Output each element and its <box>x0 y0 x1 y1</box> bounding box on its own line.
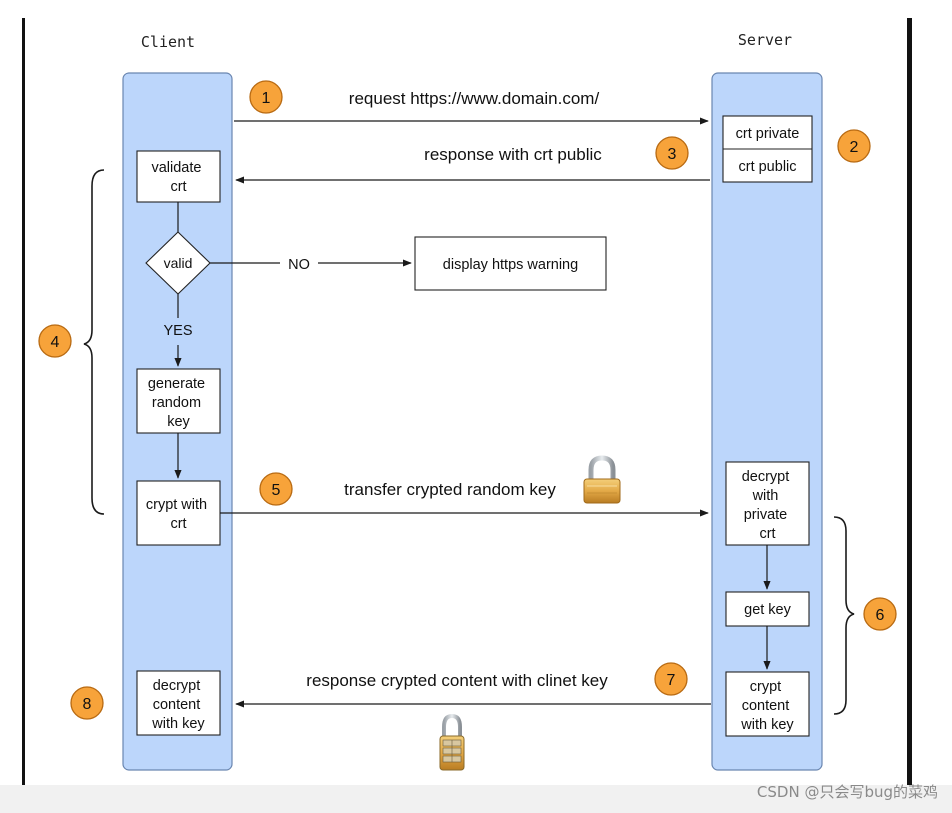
get-key-label: get key <box>744 602 791 618</box>
response-content-label: response crypted content with clinet key <box>306 671 608 690</box>
crypt-with-crt-box: crypt with crt <box>136 480 221 546</box>
step-badge-6: 6 <box>863 597 897 631</box>
step-badge-8-label: 8 <box>83 696 92 713</box>
svg-text:crypt content with: crypt content with key <box>740 679 794 733</box>
step-badge-4-label: 4 <box>51 334 60 351</box>
step-badge-7-label: 7 <box>667 672 676 689</box>
generate-line2: random <box>152 395 201 411</box>
frame-right-line <box>907 18 912 785</box>
server-lane-title: Server <box>738 31 792 49</box>
step-badge-1: 1 <box>249 80 283 114</box>
svg-text:validate crt: validate crt <box>151 160 205 195</box>
yes-label: YES <box>163 323 192 339</box>
combination-lock-icon <box>439 713 465 771</box>
server-step6-brace <box>833 516 855 715</box>
get-key-box: get key <box>725 591 810 627</box>
validate-crt-line2: crt <box>170 179 186 195</box>
svg-text:generate random ke: generate random key <box>148 376 209 430</box>
server-decrypt-line4: crt <box>759 526 775 542</box>
server-crypt-line3: with key <box>740 717 794 733</box>
svg-text:decrypt with priva: decrypt with private crt <box>742 469 794 542</box>
generate-random-key-box: generate random key <box>136 368 221 434</box>
step-badge-5: 5 <box>259 472 293 506</box>
step-badge-2: 2 <box>837 129 871 163</box>
server-crypt-line2: content <box>742 698 790 714</box>
crt-public-label: crt public <box>738 159 796 175</box>
server-decrypt-line1: decrypt <box>742 469 790 485</box>
step-badge-7: 7 <box>654 662 688 696</box>
svg-text:crypt with crt: crypt with crt <box>146 497 211 532</box>
lock-closed-icon <box>583 455 621 504</box>
validate-crt-box: validate crt <box>136 150 221 203</box>
csdn-watermark: CSDN @只会写bug的菜鸡 <box>756 783 938 801</box>
server-decrypt-line3: private <box>744 507 788 523</box>
step-badge-5-label: 5 <box>272 482 281 499</box>
client-step4-brace <box>83 169 105 515</box>
generate-line1: generate <box>148 376 205 392</box>
server-decrypt-private-box: decrypt with private crt <box>725 461 810 546</box>
step-badge-8: 8 <box>70 686 104 720</box>
frame-left-line <box>22 18 25 785</box>
server-crypt-line1: crypt <box>750 679 781 695</box>
step-badge-3-label: 3 <box>668 146 677 163</box>
svg-text:decrypt content wi: decrypt content with key <box>151 678 205 732</box>
client-decrypt-line1: decrypt <box>153 678 201 694</box>
validate-crt-line1: validate <box>151 160 201 176</box>
https-warning-label: display https warning <box>443 257 578 273</box>
request-label: request https://www.domain.com/ <box>349 89 600 108</box>
crt-keypair-box: crt private crt public <box>722 115 813 183</box>
step-badge-3: 3 <box>655 136 689 170</box>
no-label: NO <box>288 257 310 273</box>
valid-decision-diamond: valid <box>145 231 211 295</box>
server-decrypt-line2: with <box>752 488 779 504</box>
step-badge-1-label: 1 <box>262 90 271 107</box>
https-warning-box: display https warning <box>414 236 607 291</box>
client-decrypt-line3: with key <box>151 716 205 732</box>
server-crypt-content-box: crypt content with key <box>725 671 810 737</box>
client-decrypt-line2: content <box>153 697 201 713</box>
transfer-key-label: transfer crypted random key <box>344 480 556 499</box>
crypt-crt-line2: crt <box>170 516 186 532</box>
footer-strip <box>0 785 952 813</box>
step-badge-2-label: 2 <box>850 139 859 156</box>
response-public-label: response with crt public <box>424 145 602 164</box>
step-badge-6-label: 6 <box>876 607 885 624</box>
valid-decision-label: valid <box>164 255 193 271</box>
generate-line3: key <box>167 414 190 430</box>
client-lane-title: Client <box>141 33 195 51</box>
client-decrypt-content-box: decrypt content with key <box>136 670 221 736</box>
crypt-crt-line1: crypt with <box>146 497 207 513</box>
step-badge-4: 4 <box>38 324 72 358</box>
crt-private-label: crt private <box>736 126 800 142</box>
